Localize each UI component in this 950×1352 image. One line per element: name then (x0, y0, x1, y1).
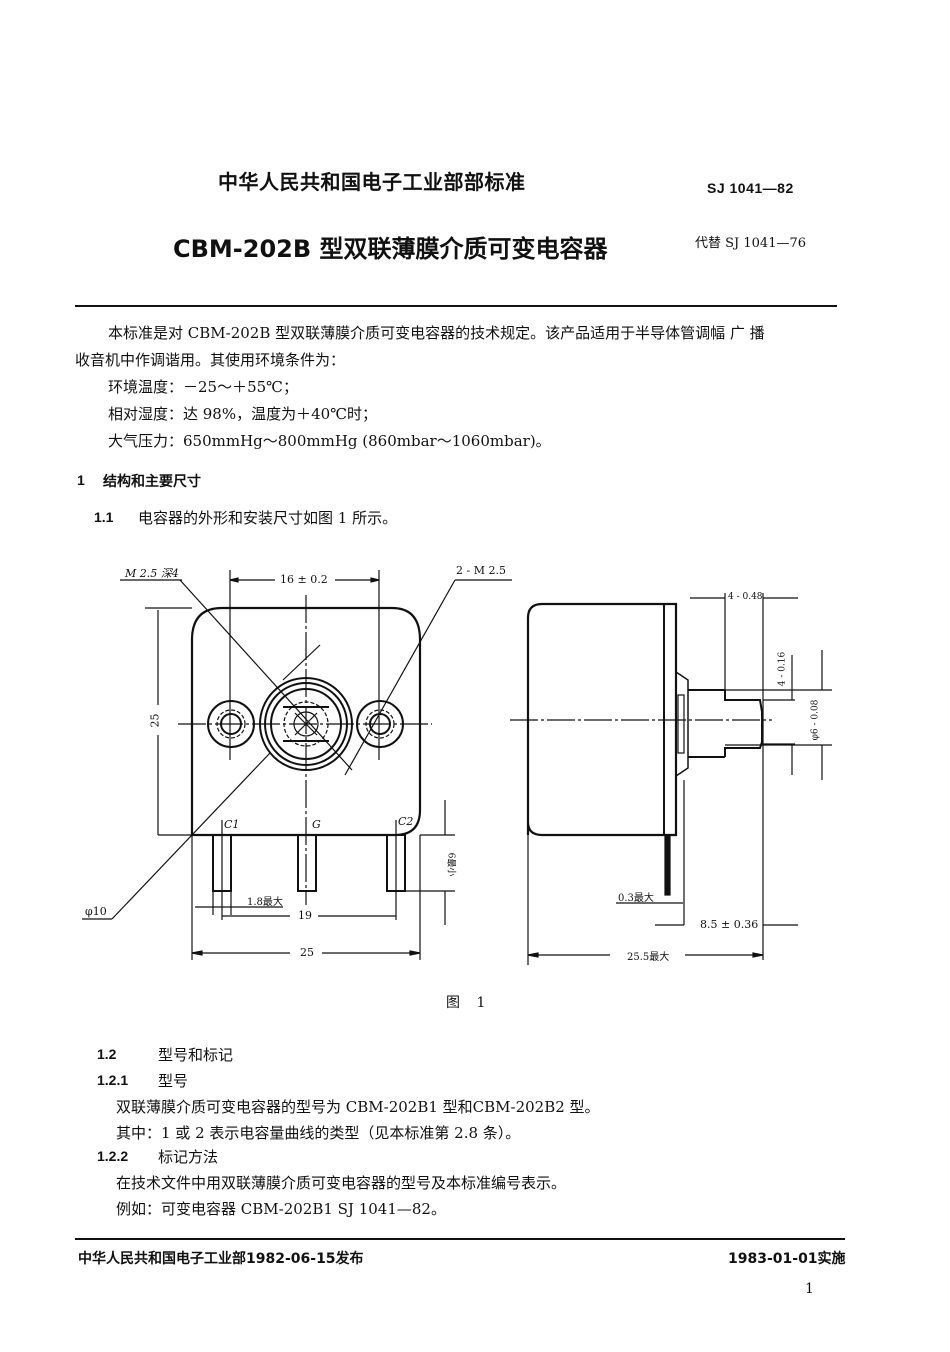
section-1-2-2-number: 1.2.2 (97, 1148, 129, 1164)
section-1-2-1-number: 1.2.1 (97, 1072, 129, 1088)
section-1-number: 1 (77, 472, 85, 488)
section-1-2-2-title: 标记方法 (158, 1148, 219, 1166)
page-number: 1 (805, 1281, 814, 1297)
issued-date: 中华人民共和国电子工业部1982-06-15发布 (78, 1251, 364, 1267)
dim-diameter: φ10 (85, 905, 107, 918)
intro-paragraph-line2: 收音机中作调谐用。其使用环境条件为： (75, 351, 346, 369)
side-view (510, 593, 832, 965)
dim-shaft-length: 4 - 0.48 (728, 592, 763, 602)
front-view (82, 570, 512, 960)
section-1-2-1-title: 型号 (158, 1072, 189, 1090)
section-1-2-1-line1: 双联薄膜介质可变电容器的型号为 CBM-202B1 型和CBM-202B2 型。 (116, 1098, 600, 1116)
section-1-2-title: 型号和标记 (158, 1046, 234, 1064)
dim-pin-width: 1.8最大 (247, 897, 283, 908)
condition-humidity: 相对湿度：达 98%，温度为＋40℃时； (108, 405, 377, 423)
label-two-threads: 2 - M 2.5 (456, 564, 506, 577)
pin-label-c2: C2 (398, 815, 414, 828)
dim-flat: 4 - 0.16 (777, 651, 788, 687)
header-divider (75, 305, 837, 307)
dim-total-depth: 25.5最大 (627, 952, 670, 963)
section-1-2-2-line1: 在技术文件中用双联薄膜介质可变电容器的型号及本标准编号表示。 (116, 1174, 567, 1192)
footer-divider (75, 1238, 845, 1240)
standard-code: SJ 1041—82 (707, 180, 794, 196)
dim-shaft-offset: 8.5 ± 0.36 (700, 918, 759, 931)
dim-height: 25 (148, 713, 162, 728)
intro-paragraph-line1: 本标准是对 CBM-202B 型双联薄膜介质可变电容器的技术规定。该产品适用于半… (108, 324, 765, 342)
pin-label-g: G (312, 818, 321, 831)
dim-pin-spacing: 19 (298, 909, 312, 922)
effective-date: 1983-01-01实施 (728, 1251, 846, 1267)
section-1-2-2-line2: 例如：可变电容器 CBM-202B1 SJ 1041—82。 (116, 1200, 446, 1218)
replaces-note: 代替 SJ 1041—76 (695, 236, 807, 251)
issuer-heading: 中华人民共和国电子工业部部标准 (218, 170, 526, 194)
section-1-2-1-line2: 其中：1 或 2 表示电容量曲线的类型（见本标准第 2.8 条）。 (116, 1124, 521, 1142)
document-title: CBM-202B 型双联薄膜介质可变电容器 (173, 235, 608, 263)
dim-hole-spacing: 16 ± 0.2 (280, 573, 328, 586)
pin-label-c1: C1 (224, 818, 240, 831)
figure-caption: 图 1 (446, 995, 492, 1011)
label-thread-depth: M 2.5 深4 (125, 567, 179, 580)
dim-pin-length: 6最小 (445, 852, 456, 877)
dim-pin-thickness: 0.3最大 (618, 893, 654, 904)
section-1-1-number: 1.1 (94, 509, 114, 525)
condition-pressure: 大气压力：650mmHg～800mmHg (860mbar～1060mbar)。 (108, 432, 551, 450)
section-1-1-text: 电容器的外形和安装尺寸如图 1 所示。 (138, 509, 398, 527)
dim-shaft-diameter: φ6 - 0.08 (810, 699, 821, 741)
section-1-title: 结构和主要尺寸 (103, 474, 201, 490)
condition-temperature: 环境温度：－25～＋55℃； (108, 378, 298, 396)
section-1-2-number: 1.2 (97, 1046, 117, 1062)
dim-width: 25 (300, 946, 314, 959)
